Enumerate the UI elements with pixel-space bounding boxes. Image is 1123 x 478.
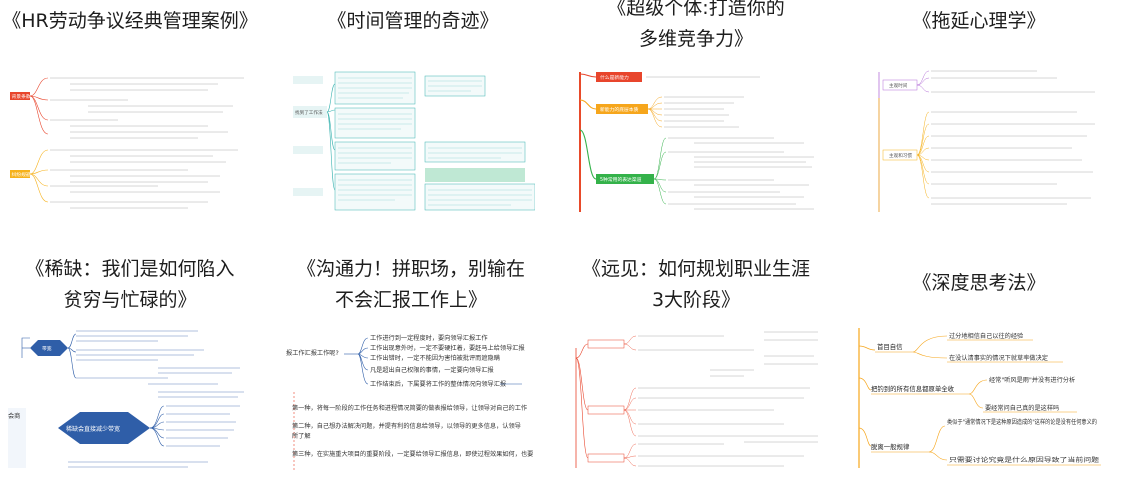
mindmap-thumbnail: 背景条款 纠纷规避 xyxy=(8,62,252,212)
card-title: 《拖延心理学》 xyxy=(912,10,1046,32)
mindmap-thumbnail: 报工作汇报工作呢? 工作进行到一定程度时，要向领导汇报工作 工作出现意外时，一定… xyxy=(286,322,536,472)
leaf-item: 经常"听风是雨"并没有进行分析 xyxy=(989,376,1075,384)
step-text: 第二种，自己想办法解决问题，并提有利的信息给领导，以领导的更多信息，认领导 xyxy=(292,422,521,430)
leaf-item: 过分地相信自己以往的经验 xyxy=(949,332,1024,340)
mindmap-thumbnail: 会商 带宽 稀缺会直接减少带宽 xyxy=(8,328,252,468)
step-text: 第一种，将每一阶段的工作任务和进程情况简要的做表报给领导，让领导对自己的工作 xyxy=(292,404,527,412)
branch-item: 工作出现意外时，一定不要硬扛着，要赶马上给领导汇报 xyxy=(370,344,525,352)
leaf-item: 类似于"通常情况下是这种原因造成的"这样的论是没有任何意义的 xyxy=(947,418,1097,426)
card-title: 《沟通力！拼职场，别输在 不会汇报工作上》 xyxy=(296,258,525,311)
branch-item: 工作进行到一定程度时，要向领导汇报工作 xyxy=(370,334,488,342)
node-label: 稀缺会直接减少带宽 xyxy=(66,425,120,433)
node-label: 带宽 xyxy=(42,345,52,352)
leaf-item: 要经常问自己真的是这样吗 xyxy=(985,404,1059,412)
node-label: 会商 xyxy=(8,412,20,420)
card-title: 《时间管理的奇迹》 xyxy=(327,10,499,32)
leaf-item: 在没认清事实的情况下就草率做决定 xyxy=(949,354,1048,362)
mindmap-thumbnail: 主观时间 主观和习惯 xyxy=(857,62,1101,212)
branch-item: 工作结束后，下属要将工作的整体情况向领导汇报 xyxy=(370,380,506,388)
node-label: 主观时间 xyxy=(889,82,908,89)
branch-item: 凡是超出自己权限的事情，一定要向领导汇报 xyxy=(370,366,494,374)
mindmap-thumbnail: 首目自信 把钓到的所有信息都原单全收 脱离一般规律 过分地相信自己以往的经验 在… xyxy=(857,328,1101,468)
branch-node: 首目自信 xyxy=(877,342,903,351)
node-label: 主观和习惯 xyxy=(889,152,912,159)
node-label: 新能力的底层本质 xyxy=(600,106,639,113)
branch-node: 脱离一般规律 xyxy=(871,442,910,451)
branch-node: 把钓到的所有信息都原单全收 xyxy=(871,384,955,393)
branch-item: 工作出错时，一定不能因为害怕被批评而遮隐瞒 xyxy=(370,354,500,362)
node-label: 5种常用的表达渠道 xyxy=(600,176,642,183)
leaf-item: 只需要讨论究竟是什么原因导致了当前问题 xyxy=(949,456,1099,464)
node-label: 找到了工作法 xyxy=(295,109,323,116)
step-text: 所了解 xyxy=(292,432,311,440)
mindmap-thumbnail: 找到了工作法 xyxy=(291,70,535,212)
mindmap-thumbnail: 什么是新能力 新能力的底层本质 5种常用的表达渠道 xyxy=(574,70,818,212)
card-title: 《稀缺：我们是如何陷入 贫穷与忙碌的》 xyxy=(25,258,235,311)
card-title: 《深度思考法》 xyxy=(912,272,1046,294)
center-topic: 报工作汇报工作呢? xyxy=(286,349,339,357)
node-label: 什么是新能力 xyxy=(600,74,629,81)
node-label: 背景条款 xyxy=(12,93,31,100)
step-text: 第三种，在实施重大项目的重要阶段，一定要给领导汇报信息，即使过程效果如何，也要 xyxy=(292,450,533,458)
node-label: 纠纷规避 xyxy=(12,171,31,178)
card-title: 《HR劳动争议经典管理案例》 xyxy=(2,10,258,32)
mindmap-thumbnail xyxy=(574,328,818,468)
card-title: 《超级个体:打造你的 多维竞争力》 xyxy=(607,0,785,50)
card-title: 《远见：如何规划职业生涯 3大阶段》 xyxy=(581,258,810,311)
